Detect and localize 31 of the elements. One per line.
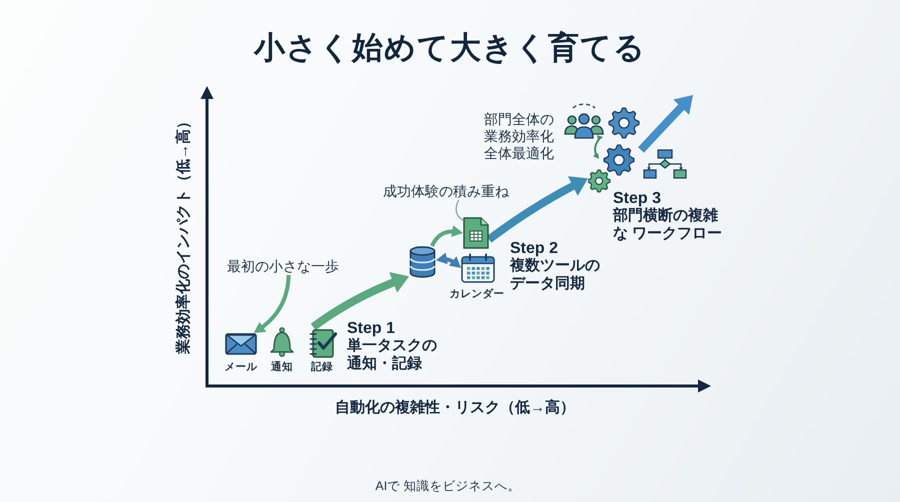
curved-arrow	[430, 226, 463, 247]
step-description: 部門横断の複雑な ワークフロー	[613, 207, 724, 243]
curved-arrow	[638, 94, 693, 153]
notebook-check-icon	[309, 327, 337, 358]
axis-title: 業務効率化のインパクト（低→高）	[175, 114, 193, 354]
curved-arrow	[486, 178, 588, 243]
curved-arrow	[310, 274, 409, 330]
calendar-icon	[461, 253, 495, 283]
gears-icon	[588, 107, 641, 193]
database-icon	[409, 246, 436, 278]
step-heading: Step 1	[347, 319, 396, 338]
icon-caption: 通知	[271, 361, 293, 374]
curved-arrow	[254, 274, 291, 334]
bell-icon	[270, 326, 294, 357]
envelope-icon	[225, 333, 257, 355]
step-description: 複数ツールのデータ同期	[510, 257, 601, 293]
step-heading: Step 3	[613, 189, 662, 207]
double-headed-arrow	[436, 253, 462, 268]
note-text: 部門全体の業務効率化全体最適化	[484, 111, 555, 162]
annotation-text: 成功体験の積み重ね	[383, 182, 509, 200]
icon-caption: メール	[224, 361, 258, 374]
icon-caption: 記録	[311, 361, 333, 374]
annotation-text: 最初の小さな一歩	[227, 257, 339, 275]
step-heading: Step 2	[510, 239, 558, 257]
tagline: AIで 知識をビジネスへ。	[375, 479, 521, 494]
page-title: 小さく始めて大きく育てる	[254, 29, 646, 67]
leader-line	[456, 200, 464, 221]
icon-caption: カレンダー	[450, 288, 504, 301]
axis-title: 自動化の複雑性・リスク（低→高）	[335, 399, 575, 417]
spreadsheet-icon	[463, 217, 489, 249]
step-description: 単一タスクの通知・記録	[347, 337, 438, 373]
